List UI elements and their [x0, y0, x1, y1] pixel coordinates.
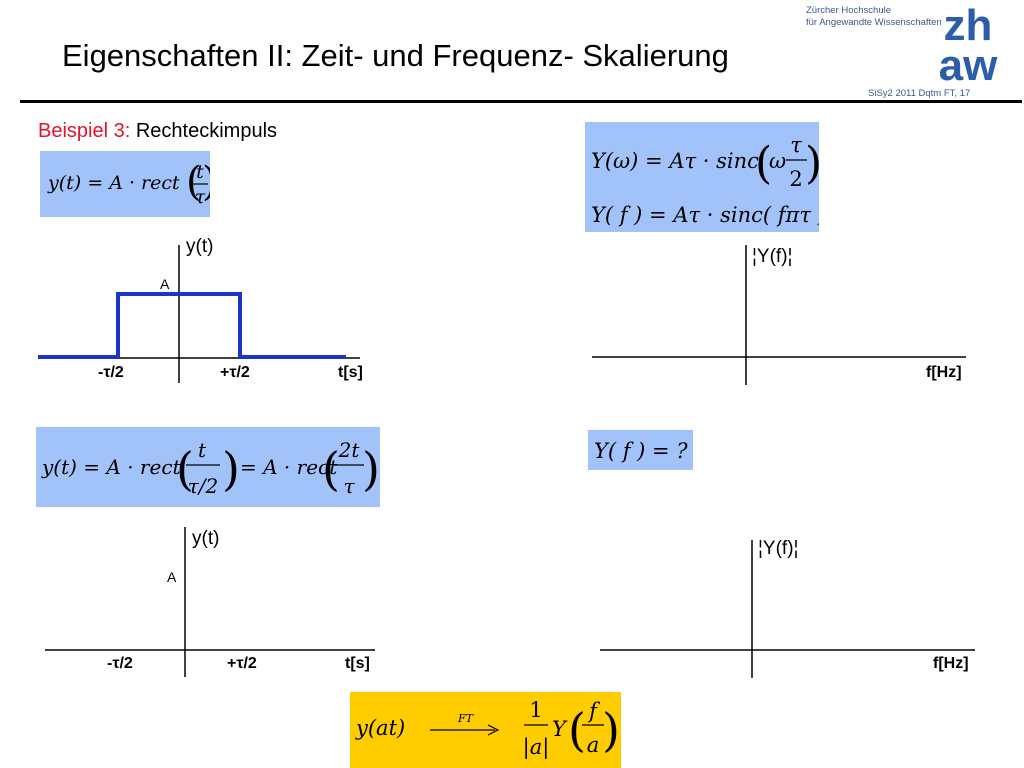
formula-fnum: f: [587, 699, 600, 723]
svg-text:): ): [805, 138, 819, 189]
formula-arrow-label: FT: [457, 712, 475, 725]
time-plot-1: [38, 245, 360, 383]
plot3-neg-tick: -τ/2: [107, 655, 133, 672]
plot1-xlabel: t[s]: [338, 364, 363, 381]
formula-den: τ: [195, 186, 206, 208]
slide-title: Eigenschaften II: Zeit- und Frequenz- Sk…: [62, 38, 729, 73]
school-name-line2: für Angewandte Wissenschaften: [806, 17, 942, 28]
rect-pulse-signal: [38, 292, 346, 359]
school-name: Zürcher Hochschule für Angewandte Wissen…: [806, 5, 942, 29]
formula-den1: τ/2: [188, 474, 219, 498]
school-name-line1: Zürcher Hochschule: [806, 5, 892, 16]
plot1-ylabel: y(t): [186, 236, 214, 257]
formula-y: Y: [552, 717, 568, 741]
svg-text:(: (: [322, 442, 340, 496]
plot4-xlabel: f[Hz]: [933, 655, 969, 672]
slide-info: SiSy2 2011 Dqtm FT, 17: [868, 88, 971, 99]
freq-plot-2: [600, 540, 975, 678]
svg-text:): ): [362, 442, 380, 496]
formula-scaling-theorem: y(at) FT 1 |a| Y ( f a ): [350, 692, 621, 768]
example-name: Rechteckimpuls: [135, 120, 278, 142]
title-rule: [20, 100, 1022, 103]
plot4-ylabel: ¦Y(f)¦: [758, 538, 799, 559]
formula-den2: τ: [343, 474, 355, 498]
svg-text:): ): [602, 703, 620, 757]
plot3-ylabel: y(t): [192, 528, 220, 549]
formula-rect-def: y(t) = A · rect ( t τ ): [40, 151, 210, 217]
formula-lhs: Y(ω) = Aτ · sinc: [591, 149, 759, 173]
svg-text:): ): [222, 442, 240, 496]
paren-close: ): [202, 159, 210, 205]
svg-text:(: (: [568, 703, 586, 757]
formula-num1: t: [198, 438, 207, 462]
formula-den: 2: [789, 167, 802, 191]
plot3-amplitude: A: [167, 569, 177, 585]
formula-fden: a: [587, 733, 600, 757]
svg-text:(: (: [176, 442, 194, 496]
paren-open: (: [186, 159, 202, 205]
plot2-xlabel: f[Hz]: [926, 364, 962, 381]
plot3-xlabel: t[s]: [345, 655, 370, 672]
formula-num: t: [196, 161, 204, 183]
formula-lhs: y(at): [355, 716, 405, 740]
formula-num: τ: [790, 133, 802, 157]
formula-num2: 2t: [338, 438, 361, 462]
formula-spectrum: Y(ω) = Aτ · sinc ( ω τ 2 ) Y( f ) = Aτ ·…: [585, 122, 819, 232]
zhaw-logo: zh aw: [939, 2, 998, 84]
formula-lhs: y(t) = A · rect: [41, 455, 182, 479]
plot3-pos-tick: +τ/2: [227, 655, 257, 672]
formula-text: Y( f ) = ?: [594, 439, 688, 463]
plot1-amplitude: A: [160, 276, 170, 292]
time-plot-2: [45, 527, 375, 677]
freq-plot-1: [592, 245, 966, 385]
plot1-pos-tick: +τ/2: [220, 364, 250, 381]
logo-top-text: zh: [944, 2, 993, 50]
example-heading: Beispiel 3: Rechteckimpuls: [38, 120, 277, 143]
formula-den: |a|: [523, 735, 550, 760]
logo-bottom-text: aw: [939, 41, 998, 84]
formula-mid: = A · rect: [240, 455, 338, 479]
example-prefix: Beispiel 3:: [38, 120, 131, 142]
formula-scaled-rect: y(t) = A · rect ( t τ/2 ) = A · rect ( 2…: [36, 427, 380, 507]
svg-text:(: (: [755, 138, 772, 189]
formula-lhs: y(t) = A · rect: [47, 172, 180, 194]
formula-num: 1: [529, 698, 542, 722]
plot1-neg-tick: -τ/2: [98, 364, 124, 381]
plot2-ylabel: ¦Y(f)¦: [752, 246, 793, 267]
formula-arg: ω: [769, 149, 786, 173]
formula-line2: Y( f ) = Aτ · sinc( fπτ ): [591, 203, 819, 227]
formula-question: Y( f ) = ?: [588, 430, 693, 470]
